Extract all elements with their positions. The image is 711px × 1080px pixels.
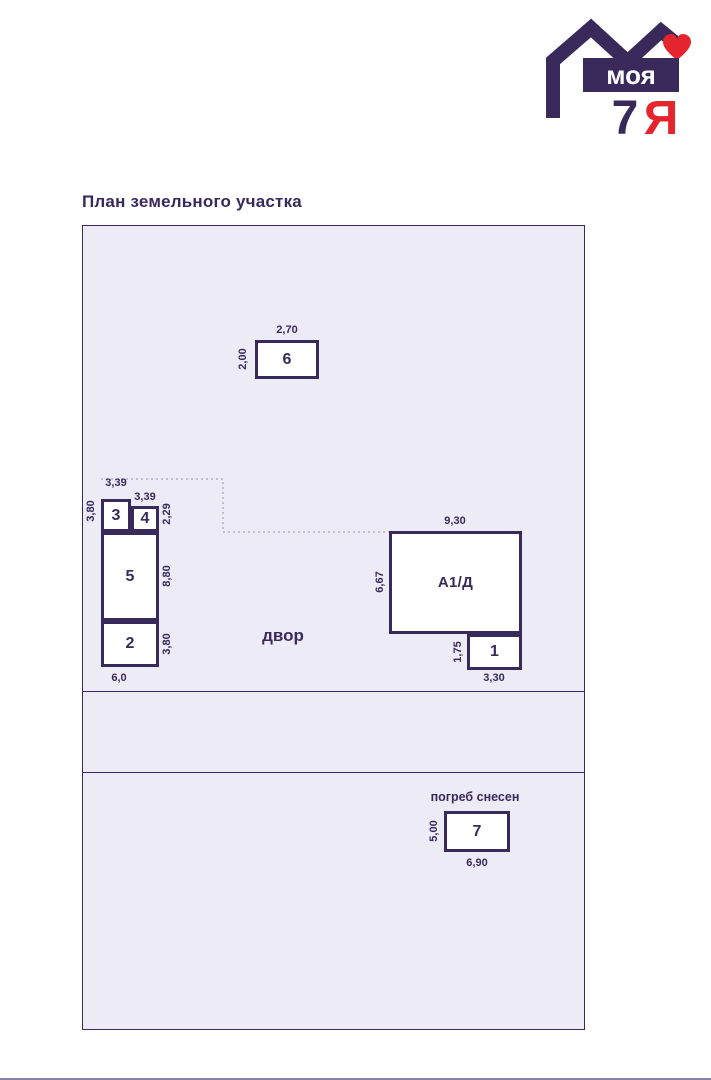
dim-building-5-height: 8,80 [161,565,173,587]
building-4: 4 [131,506,159,532]
dim-building-6-height: 2,00 [237,348,249,370]
building-5: 5 [101,532,159,621]
dim-building-a1d-height: 6,67 [374,571,386,593]
logo-text-moya: моя [606,60,656,90]
dim-building-2-width: 6,0 [111,672,127,684]
yard-label: двор [262,626,304,645]
dim-building-7-width: 6,90 [466,857,488,869]
dim-building-1-height: 1,75 [452,641,464,663]
dim-building-7-height: 5,00 [428,820,440,842]
dim-building-3-width: 3,39 [105,477,127,489]
plot-outline: 6 2,70 2,00 3 3,39 3,80 4 3,39 2,29 5 8,… [82,225,585,1030]
cellar-note: погреб снесен [430,790,520,804]
logo-text-ya: Я [644,92,679,144]
dim-building-4-width: 3,39 [134,491,156,503]
building-7: 7 [444,811,510,852]
plot-divider-line-1 [83,691,584,692]
heart-icon [663,34,691,60]
footer-line [0,1078,711,1080]
page-title: План земельного участка [82,192,302,211]
building-3: 3 [101,499,131,532]
logo-banner [583,58,679,92]
building-6: 6 [255,340,319,379]
logo-house-left [546,18,632,118]
agency-logo: моя 7 Я [546,18,691,144]
dim-building-1-width: 3,30 [483,672,505,684]
dim-building-2-height: 3,80 [161,633,173,655]
building-a1d: А1/Д [389,531,522,634]
dim-building-4-height: 2,29 [161,503,173,525]
logo-text-seven: 7 [612,92,639,144]
dim-building-3-height: 3,80 [85,500,97,522]
plot-divider-line-2 [83,772,584,773]
building-1: 1 [467,634,522,670]
dim-building-a1d-width: 9,30 [444,515,466,527]
building-2: 2 [101,621,159,667]
dim-building-6-width: 2,70 [276,324,298,336]
